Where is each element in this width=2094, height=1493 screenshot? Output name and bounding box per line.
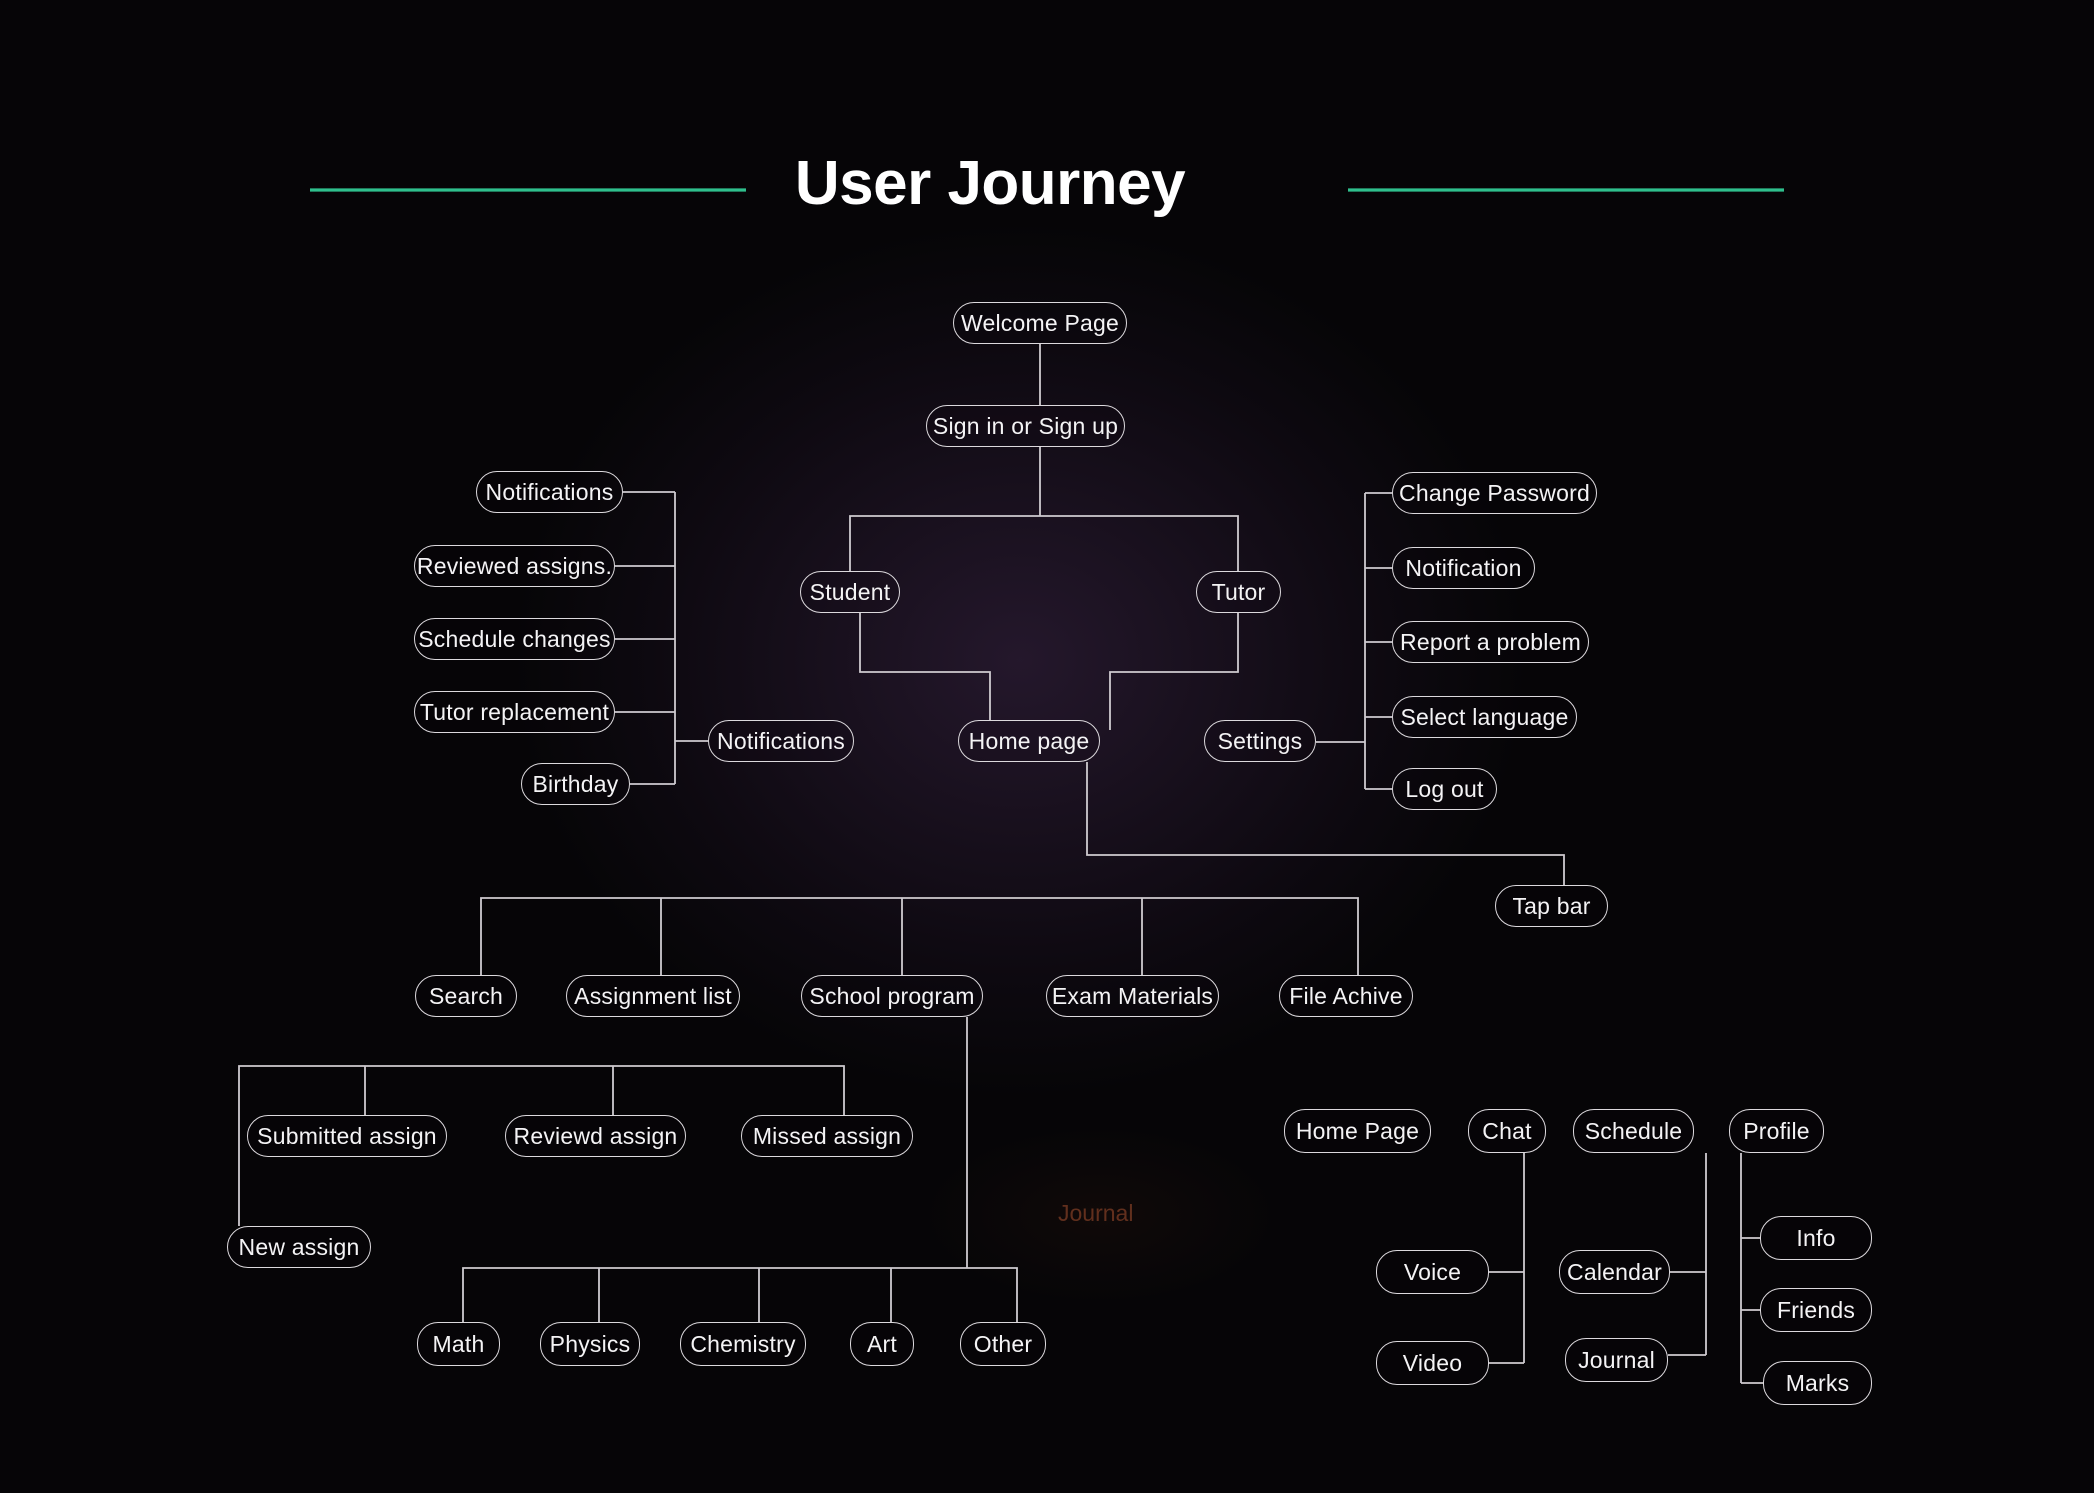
node-physics: Physics [540,1322,640,1366]
page-title: User Journey [794,149,1186,218]
node-notification: Notification [1392,547,1535,589]
node-reviewed-assigns: Reviewed assigns. [414,545,615,587]
node-video: Video [1376,1341,1489,1385]
node-math: Math [417,1322,500,1366]
node-voice: Voice [1376,1250,1489,1294]
node-calendar: Calendar [1559,1250,1670,1294]
journal-ghost-label: Journal [1058,1200,1134,1226]
connector-student-homepage [859,613,991,720]
connector-homepage-tapbar [1086,762,1565,885]
node-tutor: Tutor [1196,571,1281,613]
node-settings: Settings [1204,720,1316,762]
node-exam-materials: Exam Materials [1046,975,1219,1017]
node-student: Student [800,571,900,613]
node-tap-bar: Tap bar [1495,885,1608,927]
node-tutor-replacement: Tutor replacement [414,691,615,733]
node-profile: Profile [1729,1109,1824,1153]
node-search: Search [415,975,517,1017]
node-schedule-changes: Schedule changes [414,618,615,660]
connector-split-student-tutor [849,515,1239,571]
node-home-page-tab: Home Page [1284,1109,1431,1153]
connector-assign-header [238,1065,845,1226]
node-info: Info [1760,1216,1872,1260]
node-change-password: Change Password [1392,472,1597,514]
node-marks: Marks [1763,1361,1872,1405]
node-home-page: Home page [958,720,1100,762]
node-reviewd-assign: Reviewd assign [505,1115,686,1157]
node-notifications-hub: Notifications [708,720,854,762]
node-art: Art [850,1322,914,1366]
node-chemistry: Chemistry [680,1322,806,1366]
node-notifications-type: Notifications [476,471,623,513]
node-log-out: Log out [1392,768,1497,810]
node-other: Other [960,1322,1046,1366]
connector-row2-header [480,897,1359,975]
connector-subjects-header [462,1267,1018,1322]
node-schedule: Schedule [1573,1109,1694,1153]
node-welcome-page: Welcome Page [953,302,1127,344]
connector-tutor-homepage [1109,613,1239,730]
node-birthday: Birthday [521,763,630,805]
node-journal: Journal [1565,1338,1668,1382]
node-file-achive: File Achive [1279,975,1413,1017]
node-new-assign: New assign [227,1226,371,1268]
node-assignment-list: Assignment list [566,975,740,1017]
node-friends: Friends [1760,1288,1872,1332]
node-sign-in-or-sign-up: Sign in or Sign up [926,405,1125,447]
node-report-a-problem: Report a problem [1392,621,1589,663]
node-submitted-assign: Submitted assign [247,1115,447,1157]
node-select-language: Select language [1392,696,1577,738]
node-missed-assign: Missed assign [741,1115,913,1157]
node-school-program: School program [801,975,983,1017]
node-chat: Chat [1468,1109,1546,1153]
